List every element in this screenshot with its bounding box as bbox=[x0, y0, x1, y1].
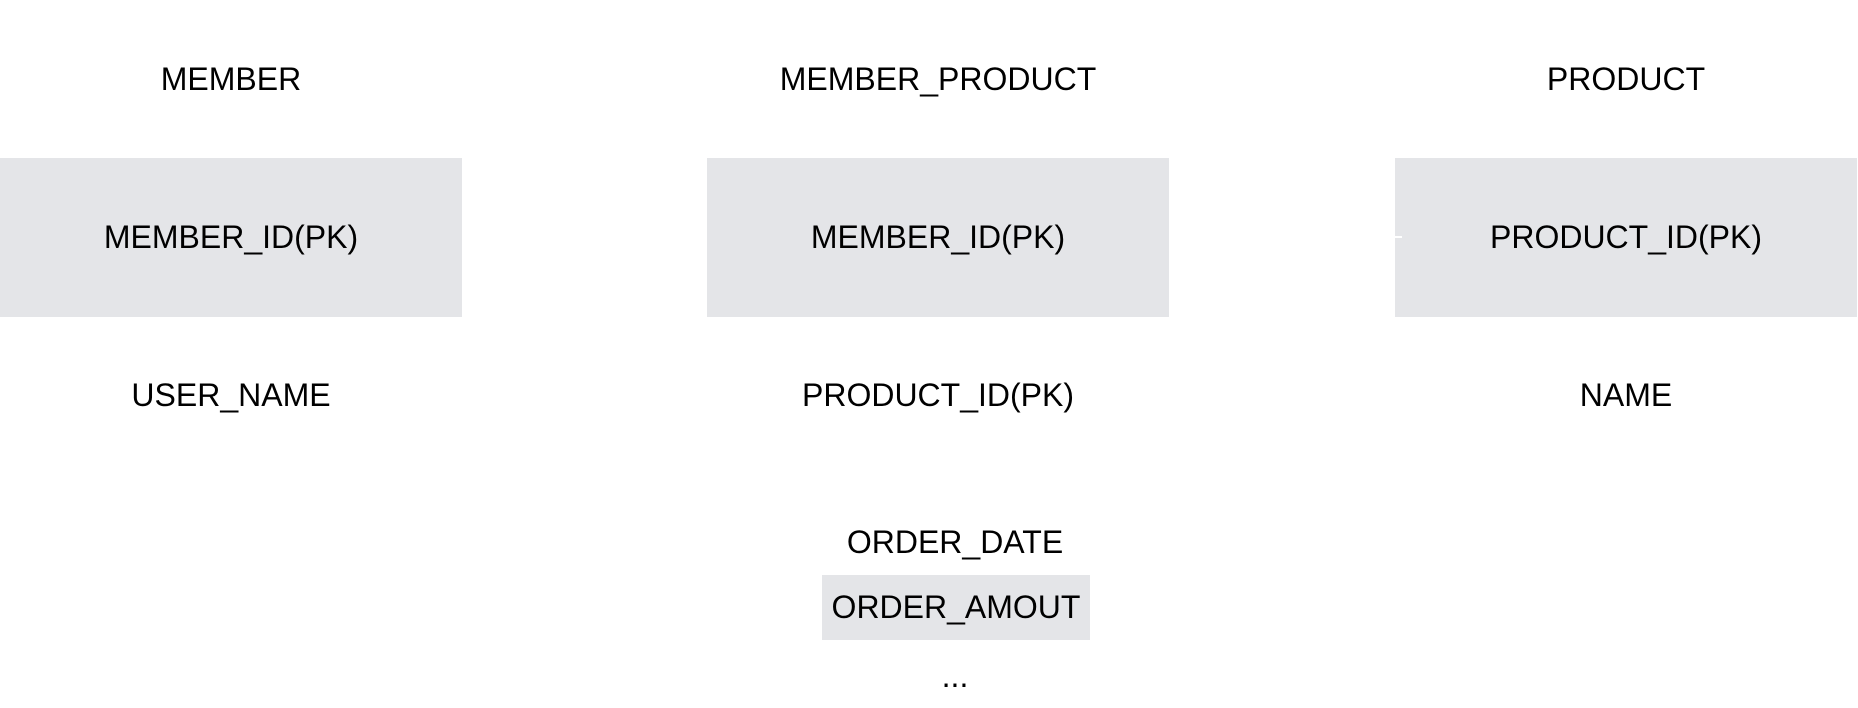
product-pk-connector-mark bbox=[1394, 236, 1402, 238]
member-product-table-title: MEMBER_PRODUCT bbox=[779, 61, 1097, 97]
member-product-field-ellipsis: ... bbox=[941, 658, 969, 694]
member-pk-label: MEMBER_ID(PK) bbox=[103, 219, 359, 255]
product-field-name: NAME bbox=[1579, 377, 1673, 413]
member-product-pk-label: MEMBER_ID(PK) bbox=[810, 219, 1066, 255]
member-table-title: MEMBER bbox=[160, 61, 302, 97]
member-product-field-product-id: PRODUCT_ID(PK) bbox=[801, 377, 1075, 413]
member-pk-box: MEMBER_ID(PK) bbox=[0, 158, 462, 317]
member-product-field-order-amout: ORDER_AMOUT bbox=[831, 589, 1081, 625]
product-table-title: PRODUCT bbox=[1546, 61, 1706, 97]
member-product-pk-box: MEMBER_ID(PK) bbox=[707, 158, 1169, 317]
member-product-field-order-amout-box: ORDER_AMOUT bbox=[822, 575, 1090, 640]
product-pk-label: PRODUCT_ID(PK) bbox=[1489, 219, 1762, 255]
member-field-user-name: USER_NAME bbox=[131, 377, 331, 413]
product-pk-box: PRODUCT_ID(PK) bbox=[1395, 158, 1857, 317]
member-product-field-order-date: ORDER_DATE bbox=[846, 524, 1064, 560]
